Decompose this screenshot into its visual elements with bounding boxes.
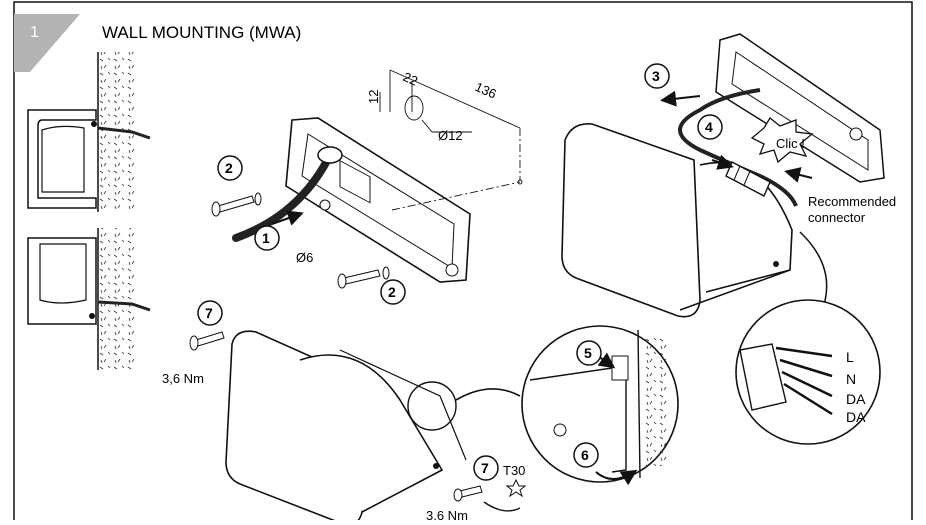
callout-7-lower: 7 (473, 455, 499, 481)
detail-marker (407, 381, 457, 431)
wall-detail-top (27, 52, 151, 212)
callout-2-lower: 2 (380, 279, 406, 305)
step-title: WALL MOUNTING (MWA) (102, 23, 301, 42)
callout-6: 6 (573, 442, 599, 468)
wire-label-3: DA (846, 391, 866, 407)
wall-detail-bottom (27, 228, 151, 370)
click-burst (750, 117, 814, 164)
dimension-lines (379, 69, 523, 211)
callout-2-upper: 2 (217, 155, 243, 181)
latch-detail (521, 325, 679, 483)
dim-136: 136 (473, 79, 499, 102)
click-label: Clic ! (776, 136, 805, 151)
screw-top-left (189, 331, 225, 351)
svg-text:3: 3 (652, 68, 660, 84)
fixture-right (561, 123, 793, 318)
screw-lower (337, 266, 390, 289)
tool-label: T30 (503, 463, 525, 478)
dim-hole: Ø12 (438, 128, 463, 143)
svg-text:5: 5 (584, 345, 592, 361)
torx-icon (505, 478, 527, 498)
screw-bottom (453, 485, 521, 512)
wire-label-1: L (846, 349, 854, 365)
bracket-right (715, 33, 885, 183)
connector-label-line1: Recommended (808, 194, 896, 209)
dim-screw: Ø6 (296, 250, 313, 265)
callout-3: 3 (644, 63, 670, 89)
callout-7-upper: 7 (197, 300, 223, 326)
connector-label-line2: connector (808, 210, 866, 225)
frame (13, 1, 913, 525)
wire-label-2: N (846, 371, 856, 387)
svg-text:6: 6 (581, 447, 589, 463)
torque-lower: 3,6 Nm (426, 508, 468, 520)
callout-4: 4 (697, 114, 723, 140)
dim-12: 12 (366, 90, 381, 104)
inline-connector (725, 161, 771, 197)
svg-text:2: 2 (225, 160, 233, 176)
svg-text:7: 7 (481, 460, 489, 476)
callout-1: 1 (254, 225, 280, 251)
svg-text:1: 1 (262, 230, 270, 246)
svg-text:4: 4 (705, 119, 713, 135)
step-badge (14, 14, 80, 72)
step-number: 1 (30, 24, 39, 41)
screw-upper (211, 192, 262, 217)
fixture-bottom (225, 330, 467, 525)
svg-text:2: 2 (388, 284, 396, 300)
wire-label-4: DA (846, 409, 866, 425)
callout-5: 5 (576, 340, 602, 366)
torque-upper: 3,6 Nm (162, 371, 204, 386)
wire-detail (735, 299, 881, 445)
svg-text:7: 7 (205, 305, 213, 321)
mounting-bracket (232, 117, 471, 283)
dim-22: 22 (401, 69, 420, 89)
